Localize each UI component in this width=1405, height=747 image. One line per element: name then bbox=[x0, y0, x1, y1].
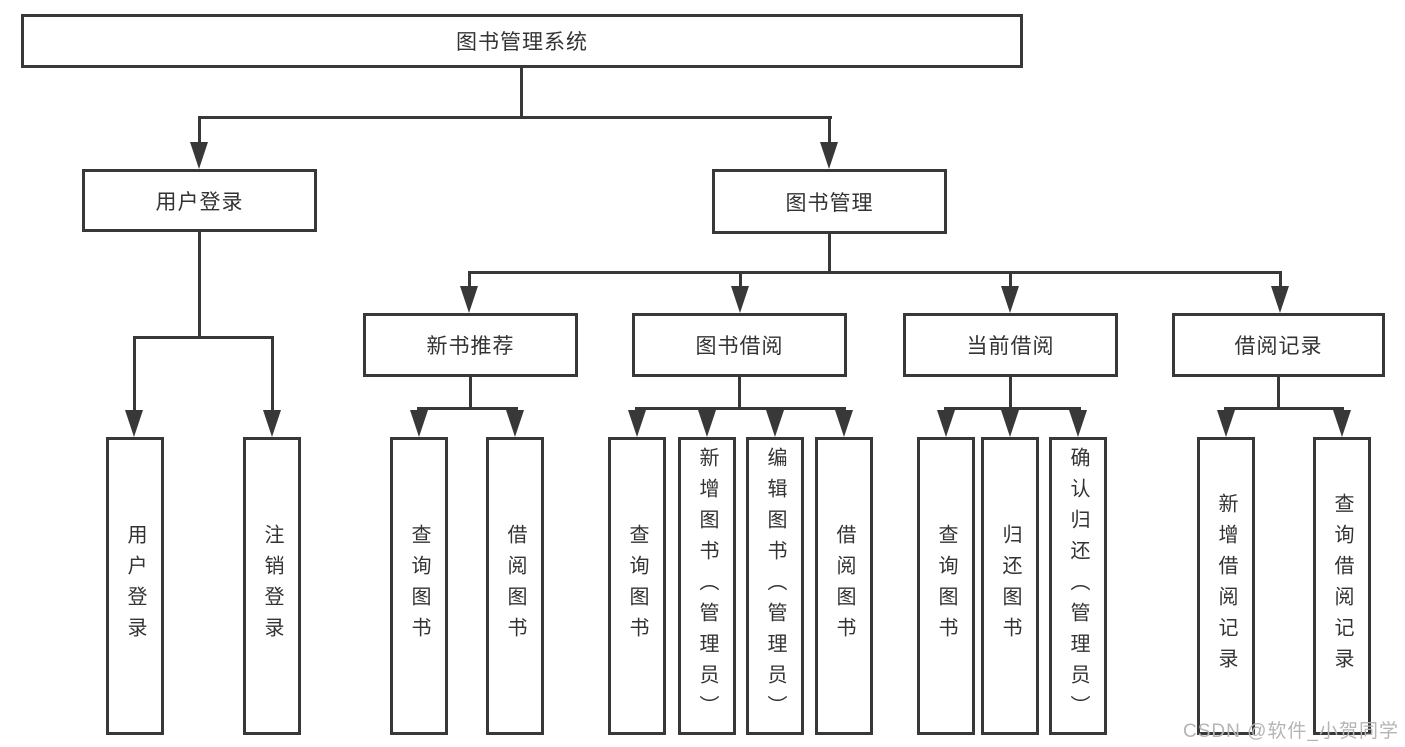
arrow-down-icon bbox=[937, 410, 955, 437]
leaf-query-books-current-label: 查询图书 bbox=[935, 524, 957, 648]
arrow-down-icon bbox=[731, 286, 749, 313]
arrow-down-icon bbox=[506, 410, 524, 437]
connector-line bbox=[520, 68, 523, 118]
leaf-query-books-borrow-label: 查询图书 bbox=[626, 524, 648, 648]
node-new-book-recommend: 新书推荐 bbox=[363, 313, 578, 377]
leaf-add-borrow-record: 新增借阅记录 bbox=[1197, 437, 1255, 735]
connector-line bbox=[198, 116, 832, 119]
arrow-down-icon bbox=[1271, 286, 1289, 313]
leaf-query-borrow-record: 查询借阅记录 bbox=[1313, 437, 1371, 735]
leaf-logout: 注销登录 bbox=[243, 437, 301, 735]
connector-line bbox=[944, 407, 1081, 410]
node-root: 图书管理系统 bbox=[21, 14, 1023, 68]
leaf-query-books-recommend-label: 查询图书 bbox=[408, 524, 430, 648]
arrow-down-icon bbox=[820, 142, 838, 169]
connector-line bbox=[1279, 271, 1282, 288]
leaf-edit-book-admin: 编辑图书（管理员） bbox=[746, 437, 804, 735]
connector-line bbox=[1009, 377, 1012, 410]
arrow-down-icon bbox=[125, 410, 143, 437]
leaf-edit-book-admin-label: 编辑图书（管理员） bbox=[764, 446, 786, 726]
node-current-borrow: 当前借阅 bbox=[903, 313, 1118, 377]
leaf-borrow-books-recommend-label: 借阅图书 bbox=[504, 524, 526, 648]
connector-line bbox=[739, 271, 742, 288]
arrow-down-icon bbox=[1217, 410, 1235, 437]
node-borrow-records: 借阅记录 bbox=[1172, 313, 1385, 377]
leaf-add-borrow-record-label: 新增借阅记录 bbox=[1215, 493, 1237, 679]
arrow-down-icon bbox=[1333, 410, 1351, 437]
connector-line bbox=[133, 336, 274, 339]
connector-line bbox=[198, 116, 201, 144]
arrow-down-icon bbox=[263, 410, 281, 437]
leaf-confirm-return-admin-label: 确认归还（管理员） bbox=[1067, 446, 1089, 726]
leaf-query-books-borrow: 查询图书 bbox=[608, 437, 666, 735]
node-new-book-recommend-label: 新书推荐 bbox=[426, 335, 515, 358]
arrow-down-icon bbox=[460, 286, 478, 313]
connector-line bbox=[1277, 377, 1280, 410]
connector-line bbox=[635, 407, 846, 410]
connector-line bbox=[828, 234, 831, 274]
node-user-login-label: 用户登录 bbox=[155, 190, 244, 214]
arrow-down-icon bbox=[698, 410, 716, 437]
connector-line bbox=[828, 116, 831, 144]
arrow-down-icon bbox=[835, 410, 853, 437]
leaf-add-book-admin: 新增图书（管理员） bbox=[678, 437, 736, 735]
arrow-down-icon bbox=[766, 410, 784, 437]
arrow-down-icon bbox=[1069, 410, 1087, 437]
arrow-down-icon bbox=[628, 410, 646, 437]
node-book-management: 图书管理 bbox=[712, 169, 947, 234]
leaf-borrow-books-borrow: 借阅图书 bbox=[815, 437, 873, 735]
arrow-down-icon bbox=[1001, 410, 1019, 437]
leaf-return-book: 归还图书 bbox=[981, 437, 1039, 735]
leaf-confirm-return-admin: 确认归还（管理员） bbox=[1049, 437, 1107, 735]
leaf-user-login-label: 用户登录 bbox=[124, 524, 146, 648]
connector-line bbox=[1224, 407, 1344, 410]
connector-line bbox=[468, 271, 1282, 274]
watermark-text: CSDN @软件_小贺同学 bbox=[1183, 721, 1399, 742]
leaf-return-book-label: 归还图书 bbox=[999, 524, 1021, 648]
leaf-add-book-admin-label: 新增图书（管理员） bbox=[696, 446, 718, 726]
connector-line bbox=[417, 407, 518, 410]
node-book-borrow: 图书借阅 bbox=[632, 313, 847, 377]
node-current-borrow-label: 当前借阅 bbox=[966, 335, 1055, 358]
node-borrow-records-label: 借阅记录 bbox=[1234, 335, 1323, 358]
node-book-management-label: 图书管理 bbox=[785, 191, 874, 215]
leaf-user-login: 用户登录 bbox=[106, 437, 164, 735]
connector-line bbox=[271, 336, 274, 412]
connector-line bbox=[469, 377, 472, 410]
leaf-borrow-books-borrow-label: 借阅图书 bbox=[833, 524, 855, 648]
node-root-label: 图书管理系统 bbox=[456, 31, 588, 54]
arrow-down-icon bbox=[410, 410, 428, 437]
connector-line bbox=[738, 377, 741, 410]
arrow-down-icon bbox=[1001, 286, 1019, 313]
connector-line bbox=[133, 336, 136, 412]
connector-line bbox=[198, 232, 201, 339]
leaf-query-books-current: 查询图书 bbox=[917, 437, 975, 735]
leaf-logout-label: 注销登录 bbox=[261, 524, 283, 648]
leaf-query-borrow-record-label: 查询借阅记录 bbox=[1331, 493, 1353, 679]
node-user-login: 用户登录 bbox=[82, 169, 317, 232]
connector-line bbox=[468, 271, 471, 288]
connector-line bbox=[1009, 271, 1012, 288]
node-book-borrow-label: 图书借阅 bbox=[695, 335, 784, 358]
leaf-query-books-recommend: 查询图书 bbox=[390, 437, 448, 735]
leaf-borrow-books-recommend: 借阅图书 bbox=[486, 437, 544, 735]
arrow-down-icon bbox=[190, 142, 208, 169]
